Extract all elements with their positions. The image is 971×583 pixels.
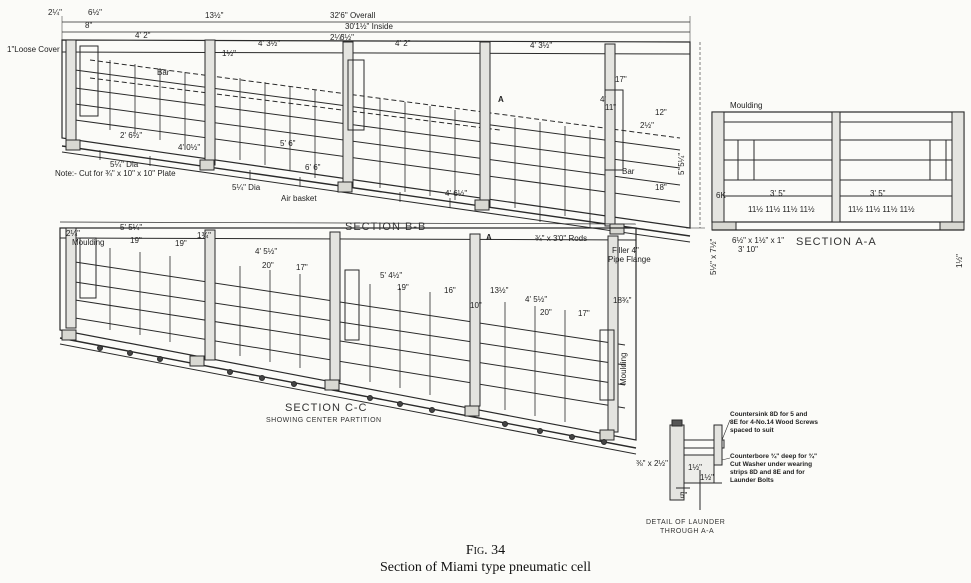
bb-depth-dim: 5' 5¼" — [677, 153, 686, 175]
section-cc-subtitle: SHOWING CENTER PARTITION — [266, 417, 382, 424]
aa-dim-1: 3' 5" — [770, 189, 786, 198]
bb-inside-dim: 30'1½" Inside — [345, 22, 394, 31]
bb-loose-cover: 1"Loose Cover — [7, 45, 60, 54]
cc-span-1: 5' 5¼" — [120, 223, 142, 232]
bb-dim-d3: 6' 6" — [305, 163, 321, 172]
cc-dim-j: 17" — [578, 309, 590, 318]
aa-dim-2: 3' 5" — [870, 189, 886, 198]
cc-dim-c: 19" — [175, 239, 187, 248]
bb-overall-dim: 32'6" Overall — [330, 11, 376, 20]
launder-dim-c: 5" — [680, 491, 687, 500]
launder-note2-l3: strips 8D and 8E and for — [730, 469, 805, 476]
bb-dim-h-g: 17" — [615, 75, 627, 84]
cc-dim-m: 18¾" — [613, 296, 632, 305]
bb-rods: ¾" x 3'0" Rods — [535, 234, 587, 243]
bb-span-2: 4' 3½" — [258, 39, 280, 48]
bb-dim-h-c: 2¼" — [330, 33, 344, 42]
cc-dim-f: 17" — [296, 263, 308, 272]
section-aa-title: SECTION A-A — [796, 236, 877, 248]
aa-dim-7: 1½" — [955, 254, 964, 268]
aa-row-left: 11½ 11½ 11½ 11½ — [748, 205, 815, 214]
bb-section-mark-a2: A — [486, 233, 492, 242]
bb-dim-left-c: 8" — [85, 21, 92, 30]
section-bb-title: SECTION B-B — [345, 221, 426, 233]
section-cc-title: SECTION C-C — [285, 402, 368, 414]
cc-dim-e: 20" — [262, 261, 274, 270]
bb-dim-h-right: 2½" — [640, 121, 654, 130]
bb-bar-1: Bar — [157, 68, 170, 77]
launder-note2-l2: Cut Washer under wearing — [730, 461, 812, 468]
figure-title: Section of Miami type pneumatic cell — [379, 560, 592, 575]
cc-dim-d: 1¾" — [197, 231, 211, 240]
figure-number: Fig. 34 — [465, 543, 506, 558]
launder-note1-l2: 8E for 4-No.14 Wood Screws — [730, 419, 818, 426]
launder-note2-l4: Launder Bolts — [730, 477, 774, 484]
bb-filler: Filler 4" — [612, 246, 639, 255]
bb-dim-h-a: 1½" — [222, 49, 236, 58]
cc-dim-k: 13½" — [490, 286, 509, 295]
launder-dim-side: ⅜" x 2½" — [636, 459, 668, 468]
aa-dim-4: 6½" x 1½" x 1" — [732, 236, 784, 245]
bb-dim-h-d: 6½" — [340, 33, 354, 42]
launder-note1-l1: Countersink 8D for 5 and — [730, 411, 807, 418]
launder-title-2: THROUGH A-A — [660, 528, 714, 535]
cc-span-3: 5' 4½" — [380, 271, 402, 280]
bb-bar-2: Bar — [622, 167, 635, 176]
bb-section-mark-a: A — [498, 95, 504, 104]
section-aa-drawing — [711, 111, 965, 231]
cc-moulding-2: Moulding — [619, 353, 628, 385]
section-bb-drawing — [61, 16, 705, 243]
launder-note2-l1: Counterbore ¾" deep for ¾" — [730, 452, 817, 460]
cc-moulding-1: Moulding — [72, 238, 104, 247]
bb-dim-h-h: 18" — [655, 183, 667, 192]
bb-dim-h-b: 13½" — [205, 11, 224, 20]
bb-dim-left-b: 6½" — [88, 8, 102, 17]
aa-dim-5: 6K — [716, 191, 726, 200]
bb-dim-h-e: 11" — [605, 103, 616, 112]
bb-span-3: 4' 2" — [395, 39, 411, 48]
bb-dim-d2: 4' 0½" — [178, 143, 200, 152]
bb-dim-left-a: 2¼" — [48, 8, 62, 17]
bb-dim-h-right2: 4' — [600, 95, 606, 104]
bb-air-basket: Air basket — [281, 194, 317, 203]
bb-dia-2: 5¼" Dia — [232, 183, 261, 192]
bb-note: Note:- Cut for ¾" x 10" x 10" Plate — [55, 169, 176, 178]
cc-dim-h: 16" — [444, 286, 456, 295]
bb-dim-d1: 2' 6½" — [120, 131, 142, 140]
launder-dim-a: 1½" — [688, 463, 702, 472]
cc-span-4: 4' 5½" — [525, 295, 547, 304]
launder-note1-l3: spaced to suit — [730, 427, 775, 434]
cc-dim-a: 2¼" — [66, 229, 80, 238]
bb-dim-h-f: 12" — [655, 108, 667, 117]
bb-span-1: 4' 2" — [135, 31, 151, 40]
cc-dim-g: 19" — [397, 283, 409, 292]
cc-dim-b: 19" — [130, 236, 142, 245]
launder-title-1: DETAIL OF LAUNDER — [646, 519, 725, 526]
bb-dim-d5: 5' 6" — [280, 139, 296, 148]
section-cc-drawing — [59, 221, 637, 455]
aa-dim-3: 3' 10" — [738, 245, 758, 254]
cc-span-2: 4' 5½" — [255, 247, 277, 256]
bb-dim-d4: 4' 6½" — [445, 189, 467, 198]
bb-span-4: 4' 3½" — [530, 41, 552, 50]
launder-dim-b: 1½" — [700, 473, 714, 482]
aa-dim-6: 5½" x 7½" — [709, 238, 718, 275]
engineering-drawing: 32'6" Overall 30'1½" Inside 2¼" 6½" 8" 4… — [7, 8, 965, 535]
cc-dim-l: 10" — [470, 301, 482, 310]
aa-moulding: Moulding — [730, 101, 762, 110]
cc-dim-i: 20" — [540, 308, 552, 317]
aa-row-right: 11½ 11½ 11½ 11½ — [848, 205, 915, 214]
launder-detail-drawing — [669, 419, 731, 510]
bb-pipe-flange: Pipe Flange — [608, 255, 651, 264]
bb-dia-1: 5¼" Dia — [110, 160, 139, 169]
